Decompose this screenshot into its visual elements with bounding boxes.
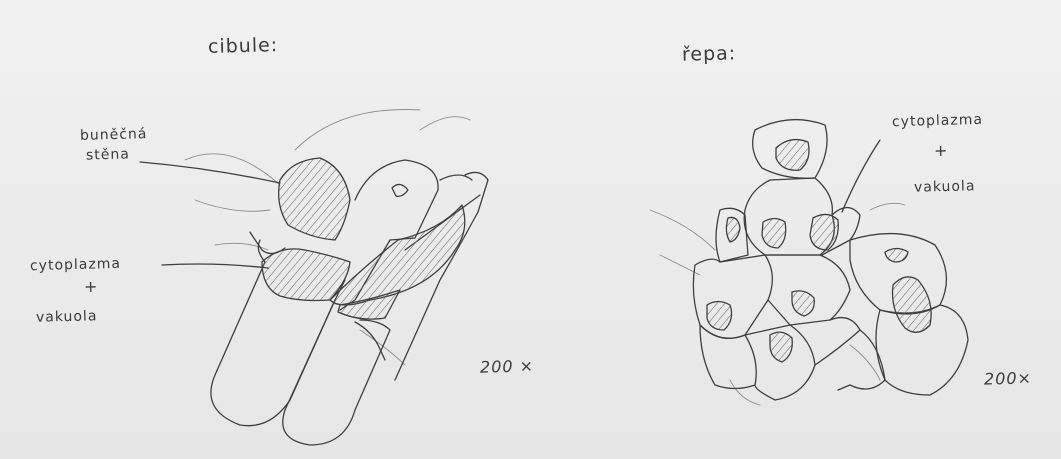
onion-cytoplasm-label: cytoplazma	[30, 257, 121, 275]
cell-wall-label-line2: stěna	[86, 147, 130, 164]
beet-vacuole-label: vakuola	[914, 179, 976, 196]
beet-plus-sign: +	[934, 142, 949, 160]
beet-cytoplasm-label: cytoplazma	[892, 113, 983, 131]
cell-wall-label-line1: buněčná	[80, 127, 148, 144]
onion-vacuole-label: vakuola	[36, 309, 98, 326]
onion-cells-drawing	[140, 110, 488, 446]
onion-title: cibule:	[208, 35, 279, 58]
beet-cells-drawing	[650, 120, 968, 405]
beet-title: řepa:	[682, 43, 737, 65]
beet-magnification: 200×	[984, 369, 1032, 388]
onion-magnification: 200 ×	[480, 357, 534, 376]
onion-plus-sign: +	[84, 278, 99, 296]
